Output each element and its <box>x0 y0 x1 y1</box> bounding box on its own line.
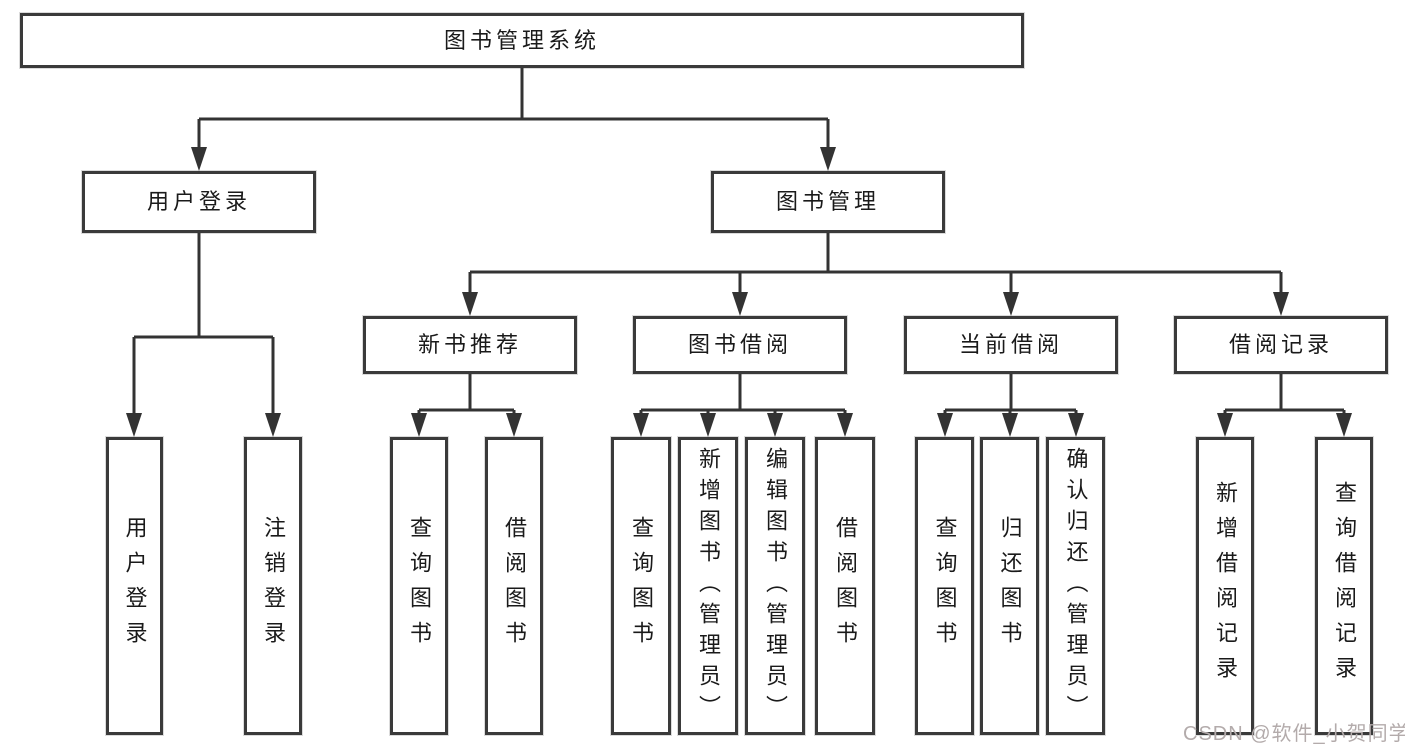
node-leaf-borrow-books-recommend: 借阅图书 <box>485 437 543 735</box>
node-leaf-user-login: 用户登录 <box>106 437 163 735</box>
node-leaf-query-books-borrowing-label: 查询图书 <box>629 516 654 656</box>
node-leaf-add-borrow-record-label: 新增借阅记录 <box>1213 481 1238 691</box>
node-book-borrowing: 图书借阅 <box>633 316 847 374</box>
node-leaf-query-books-recommend: 查询图书 <box>390 437 448 735</box>
node-leaf-borrow-books-recommend-label: 借阅图书 <box>502 516 527 656</box>
node-leaf-return-books: 归还图书 <box>980 437 1039 735</box>
node-new-book-recommend: 新书推荐 <box>363 316 577 374</box>
node-leaf-add-books-admin: 新增图书（管理员） <box>678 437 738 735</box>
node-book-borrowing-label: 图书借阅 <box>687 332 792 357</box>
node-leaf-query-books-current-label: 查询图书 <box>932 516 958 656</box>
node-leaf-query-books-current: 查询图书 <box>915 437 974 735</box>
node-leaf-borrow-books-borrowing: 借阅图书 <box>815 437 875 735</box>
node-leaf-logout-label: 注销登录 <box>261 516 286 656</box>
node-current-borrowing: 当前借阅 <box>904 316 1118 374</box>
node-book-management-label: 图书管理 <box>775 189 880 214</box>
node-new-book-recommend-label: 新书推荐 <box>417 332 522 357</box>
watermark: CSDN @软件_小贺同学 <box>1183 723 1405 745</box>
node-leaf-return-books-label: 归还图书 <box>997 516 1023 656</box>
node-borrow-records: 借阅记录 <box>1174 316 1388 374</box>
node-library-management-system-label: 图书管理系统 <box>443 27 600 53</box>
node-leaf-query-books-recommend-label: 查询图书 <box>407 516 432 656</box>
node-leaf-query-books-borrowing: 查询图书 <box>611 437 671 735</box>
node-user-login-label: 用户登录 <box>146 189 251 214</box>
node-leaf-confirm-return-admin-label: 确认归还（管理员） <box>1063 446 1089 726</box>
node-leaf-query-borrow-record-label: 查询借阅记录 <box>1332 481 1357 691</box>
node-leaf-user-login-label: 用户登录 <box>122 516 148 656</box>
node-library-management-system: 图书管理系统 <box>20 13 1024 68</box>
node-borrow-records-label: 借阅记录 <box>1228 332 1333 357</box>
node-user-login: 用户登录 <box>82 171 316 233</box>
node-leaf-logout: 注销登录 <box>244 437 302 735</box>
node-leaf-edit-books-admin: 编辑图书（管理员） <box>745 437 805 735</box>
node-leaf-add-books-admin-label: 新增图书（管理员） <box>696 446 721 726</box>
node-leaf-confirm-return-admin: 确认归还（管理员） <box>1046 437 1105 735</box>
node-leaf-borrow-books-borrowing-label: 借阅图书 <box>833 516 858 656</box>
node-leaf-edit-books-admin-label: 编辑图书（管理员） <box>763 446 788 726</box>
node-leaf-add-borrow-record: 新增借阅记录 <box>1196 437 1254 735</box>
node-current-borrowing-label: 当前借阅 <box>958 332 1063 357</box>
node-book-management: 图书管理 <box>711 171 945 233</box>
node-leaf-query-borrow-record: 查询借阅记录 <box>1315 437 1373 735</box>
